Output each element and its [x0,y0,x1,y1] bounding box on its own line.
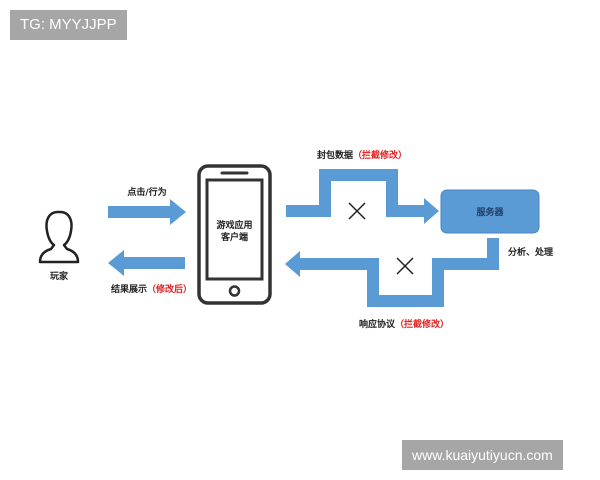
package-blocked-cross-icon [348,202,366,220]
client-label-line1: 游戏应用 [216,219,252,231]
analyze-label: 分析、处理 [508,246,553,258]
package-data-label: 封包数据（拦截修改） [317,149,407,161]
response-arrow [285,238,499,307]
server-label: 服务器 [476,206,504,218]
watermark-bottom: www.kuaiyutiyucn.com [402,440,563,470]
click-action-arrow [108,199,186,225]
server-box [440,189,540,234]
phone-client-icon [197,164,272,305]
response-label: 响应协议（拦截修改） [359,318,449,330]
response-blocked-cross-icon [396,257,414,275]
result-show-label: 结果展示（修改后） [111,283,192,295]
result-show-arrow [108,250,185,276]
client-label-line2: 客户端 [220,231,248,243]
click-action-label: 点击/行为 [127,186,166,198]
package-data-arrow [286,169,439,224]
player-icon [38,210,80,264]
watermark-top: TG: MYYJJPP [10,10,127,40]
player-label: 玩家 [50,270,69,282]
